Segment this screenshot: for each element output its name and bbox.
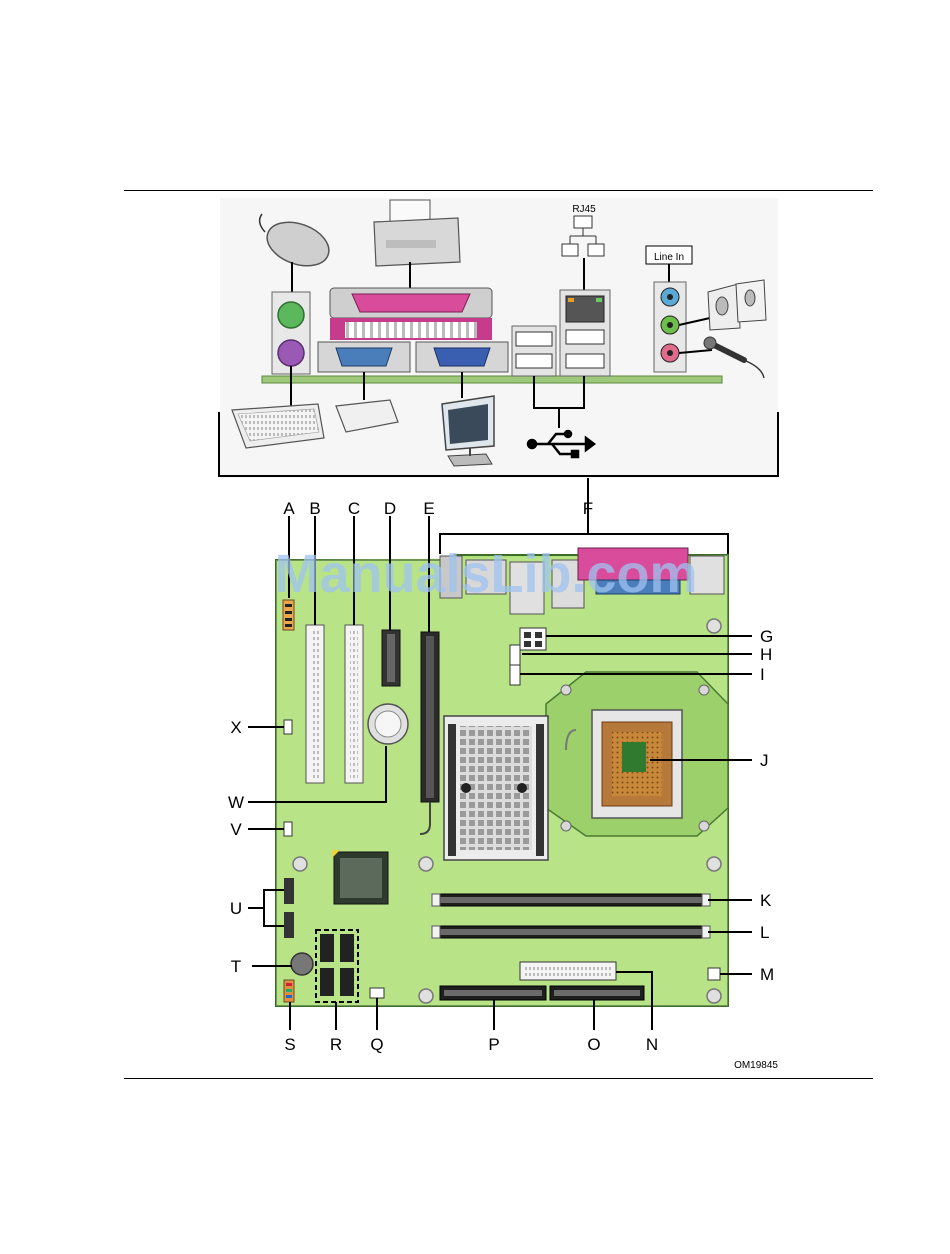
callout-e: E: [423, 499, 434, 518]
ps2-ports: [272, 292, 310, 374]
front-panel-audio-header: [283, 600, 294, 630]
callout-v: V: [230, 820, 242, 839]
ps2-mouse-port: [278, 302, 304, 328]
dimm-slot-1: [432, 894, 710, 906]
callout-m: M: [760, 965, 774, 984]
callout-f: F: [583, 499, 593, 518]
chassis-intrusion-header: [284, 720, 292, 734]
lan-usb-stack: [560, 290, 610, 376]
board-edge-strip: [262, 376, 722, 383]
main-power-connector: [520, 962, 616, 980]
power-led-header: [708, 968, 720, 980]
callout-s: S: [284, 1035, 295, 1054]
bios-config-jumper: [284, 822, 292, 836]
figure-id: OM19845: [734, 1060, 778, 1071]
atx12v-connector: [520, 628, 546, 650]
back-panel-illustration: RJ45: [219, 198, 778, 478]
callout-k: K: [760, 891, 772, 910]
callout-w: W: [228, 793, 244, 812]
callout-d: D: [384, 499, 396, 518]
rear-chassis-fan-header: [510, 645, 520, 665]
callout-c: C: [348, 499, 360, 518]
callout-p: P: [488, 1035, 499, 1054]
usb-port-3: [566, 330, 604, 344]
usb-stack: [512, 326, 556, 376]
parallel-port: [330, 288, 492, 340]
battery: [368, 704, 408, 744]
callout-j: J: [760, 751, 769, 770]
callout-i: I: [760, 665, 765, 684]
callout-n: N: [646, 1035, 658, 1054]
callout-l: L: [760, 923, 769, 942]
callout-t: T: [231, 957, 241, 976]
pci-express-x1-slot: [382, 630, 400, 686]
callout-h: H: [760, 645, 772, 664]
usb-port-1: [516, 332, 552, 346]
pci-slot-2: [345, 625, 363, 783]
callout-q: Q: [370, 1035, 383, 1054]
usb-port-4: [566, 354, 604, 368]
processor-socket: [546, 672, 728, 836]
front-chassis-fan-header: [370, 988, 384, 998]
callout-a: A: [283, 499, 295, 518]
io-controller-hub: [332, 850, 388, 904]
speaker: [291, 953, 313, 975]
floppy-connector: [550, 986, 644, 1000]
processor-fan-header: [510, 665, 520, 685]
usb-port-2: [516, 354, 552, 368]
audio-jacks: [654, 282, 686, 372]
callout-u: U: [230, 899, 242, 918]
callout-r: R: [330, 1035, 342, 1054]
watermark: ManualsLib.com: [274, 544, 697, 604]
front-panel-header: [284, 980, 294, 1002]
monitor-icon: [442, 396, 494, 466]
callout-b: B: [309, 499, 320, 518]
serial-port: [318, 342, 410, 372]
callout-o: O: [587, 1035, 600, 1054]
chipset-heatsink: [444, 716, 548, 860]
line-in-label: Line In: [654, 252, 684, 263]
callout-g: G: [760, 627, 773, 646]
pci-slot-1: [306, 625, 324, 783]
callout-x: X: [230, 718, 241, 737]
vga-port: [416, 342, 508, 372]
dimm-slot-2: [432, 926, 710, 938]
ide-connector: [440, 986, 546, 1000]
rj45-label: RJ45: [572, 204, 596, 215]
ps2-keyboard-port: [278, 340, 304, 366]
